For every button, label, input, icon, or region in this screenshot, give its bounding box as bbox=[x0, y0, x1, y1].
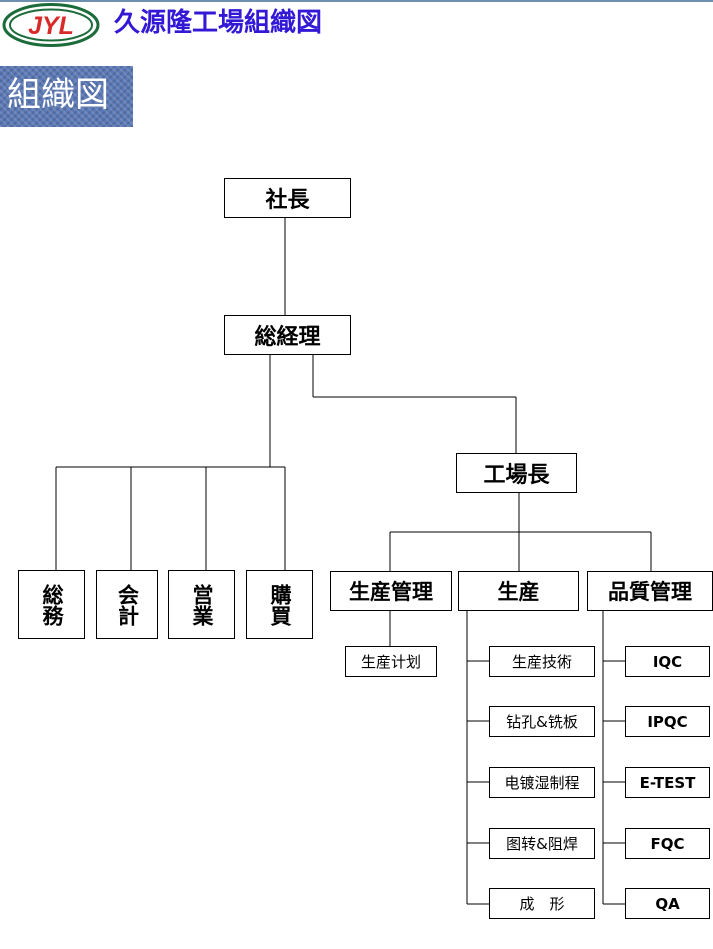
admin-dept-purchasing: 購買 bbox=[246, 570, 313, 639]
production-child-box: 图转&阻焊 bbox=[489, 828, 595, 859]
factory-manager-box: 工場長 bbox=[456, 453, 577, 493]
page-title: 久源隆工場組織図 bbox=[114, 8, 323, 38]
section-banner-label: 組織図 bbox=[7, 75, 109, 115]
admin-dept-general-affairs: 総務 bbox=[18, 570, 85, 639]
admin-dept-accounting: 会計 bbox=[96, 570, 158, 639]
admin-dept-sales: 営業 bbox=[168, 570, 235, 639]
quality-child-box: E-TEST bbox=[625, 767, 710, 798]
production-child-box: 钻孔&铣板 bbox=[489, 706, 595, 737]
production-child-box: 成 形 bbox=[489, 888, 595, 919]
quality-child-box: QA bbox=[625, 888, 710, 919]
section-banner: 組織図 bbox=[0, 66, 133, 127]
production-management-box: 生産管理 bbox=[330, 571, 452, 611]
top-border-line bbox=[0, 0, 713, 2]
president-box: 社長 bbox=[224, 178, 351, 218]
quality-child-box: IQC bbox=[625, 646, 710, 677]
quality-management-box: 品質管理 bbox=[587, 571, 713, 611]
quality-child-box: IPQC bbox=[625, 706, 710, 737]
production-planning-box: 生産计划 bbox=[345, 646, 437, 677]
production-child-box: 电镀湿制程 bbox=[489, 767, 595, 798]
logo-text: JYL bbox=[28, 12, 74, 40]
jyl-logo: JYL bbox=[2, 3, 100, 47]
quality-child-box: FQC bbox=[625, 828, 710, 859]
general-manager-box: 総経理 bbox=[224, 315, 351, 355]
production-child-box: 生産技術 bbox=[489, 646, 595, 677]
production-box: 生産 bbox=[458, 571, 579, 611]
